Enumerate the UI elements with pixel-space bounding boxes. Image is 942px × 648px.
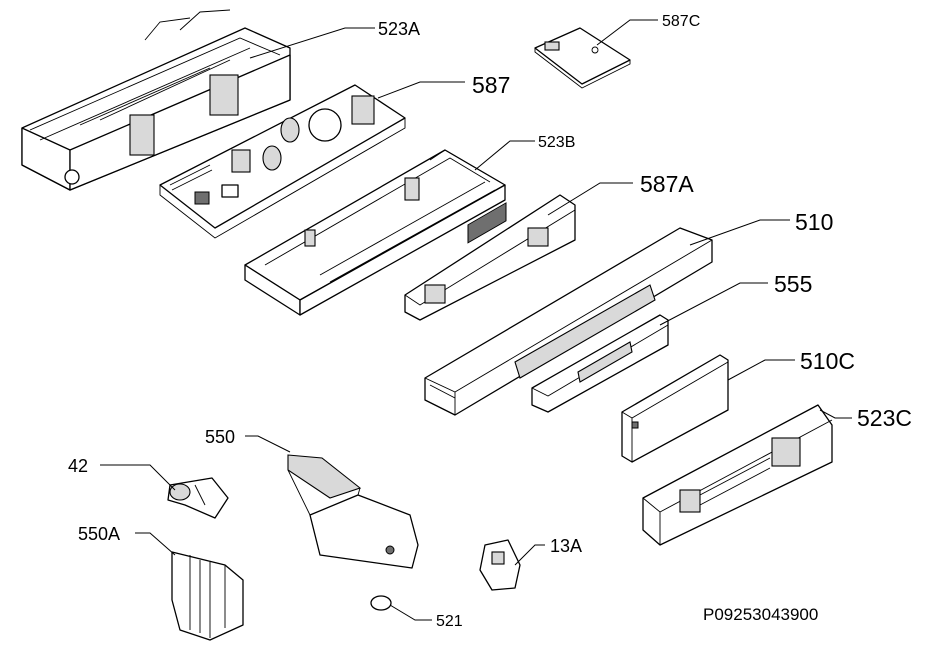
- part-587-main-pcb[interactable]: [159, 84, 406, 239]
- part-587c-small-pcb[interactable]: [534, 27, 631, 89]
- part-510-front-bezel[interactable]: [424, 227, 713, 416]
- callout-587a: 587A: [640, 171, 694, 197]
- part-587a-display-pcb[interactable]: [404, 194, 576, 321]
- drawing-number: P09253043900: [703, 605, 818, 624]
- callout-587c: 587C: [662, 13, 700, 30]
- part-523c-button-frame[interactable]: [642, 404, 833, 546]
- callout-550a: 550A: [78, 524, 120, 544]
- part-42-connector[interactable]: [167, 477, 229, 519]
- part-555-display-window[interactable]: [531, 314, 669, 413]
- part-523a-housing[interactable]: [21, 9, 291, 191]
- callout-510c: 510C: [800, 348, 855, 374]
- part-510c-panel[interactable]: [621, 354, 729, 463]
- part-521-disc[interactable]: [370, 595, 392, 611]
- callout-587: 587: [472, 72, 510, 98]
- leader-lines: [100, 19, 852, 621]
- callout-523a: 523A: [378, 19, 420, 39]
- callout-13a: 13A: [550, 536, 582, 556]
- callout-555: 555: [774, 271, 812, 297]
- callout-523c: 523C: [857, 405, 912, 431]
- callout-42: 42: [68, 456, 88, 476]
- part-550a-bracket[interactable]: [171, 551, 244, 641]
- callout-521: 521: [436, 613, 463, 630]
- part-550-side-cover[interactable]: [287, 454, 419, 569]
- callout-523b: 523B: [538, 134, 575, 151]
- part-13a-switch[interactable]: [479, 539, 521, 591]
- callout-510: 510: [795, 209, 833, 235]
- callout-550: 550: [205, 427, 235, 447]
- part-523b-tray[interactable]: [244, 149, 506, 316]
- callout-labels: 523A 587C 587 523B 587A 510 555 510C 523…: [68, 13, 912, 630]
